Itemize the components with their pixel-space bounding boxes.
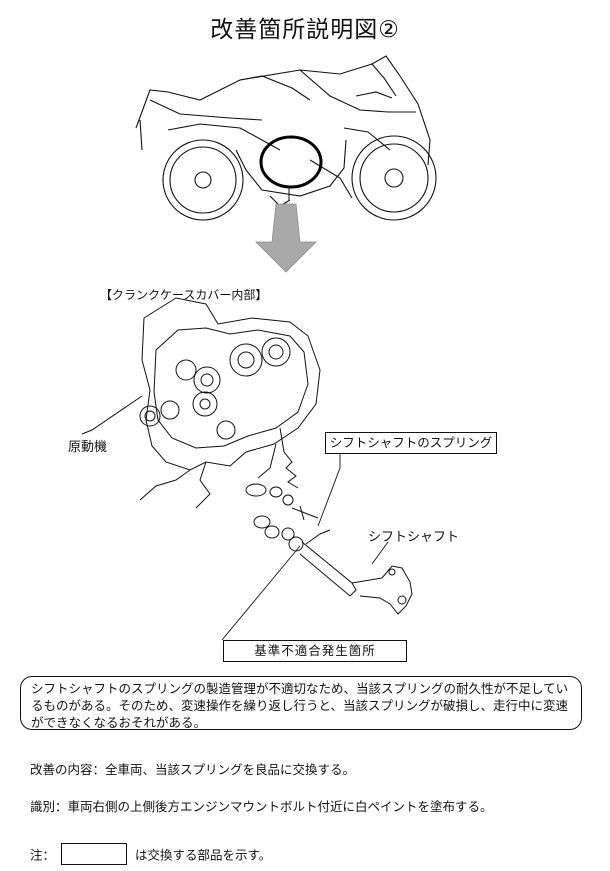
defect-location-callout: 基準不適合発生箇所 [223, 640, 407, 662]
note-suffix: は交換する部品を示す。 [135, 847, 272, 863]
defect-description: シフトシャフトのスプリングの製造管理が不適切なため、当該スプリングの耐久性が不足… [20, 676, 582, 730]
shift-shaft-label: シフトシャフト [368, 530, 460, 545]
spring-callout: シフトシャフトのスプリング [325, 432, 497, 454]
note-prefix: 注： [30, 847, 56, 863]
motorcycle-illustration [135, 55, 437, 221]
leader-lines [221, 452, 389, 641]
page-title: 改善箇所説明図② [210, 17, 400, 43]
down-arrow-icon [255, 203, 317, 273]
replacement-part-swatch [61, 843, 128, 865]
improvement-text: 改善の内容：全車両、当該スプリングを良品に交換する。 [30, 762, 356, 777]
note-row: 注： は交換する部品を示す。 [30, 843, 271, 865]
crankcase-illustration [81, 297, 413, 615]
identification-text: 識別：車両右側の上側後方エンジンマウントボルト付近に白ペイントを塗布する。 [30, 799, 493, 814]
highlight-circle [259, 135, 323, 189]
section-label: 【クランクケースカバー内部】 [100, 288, 268, 302]
engine-label: 原動機 [68, 440, 108, 455]
